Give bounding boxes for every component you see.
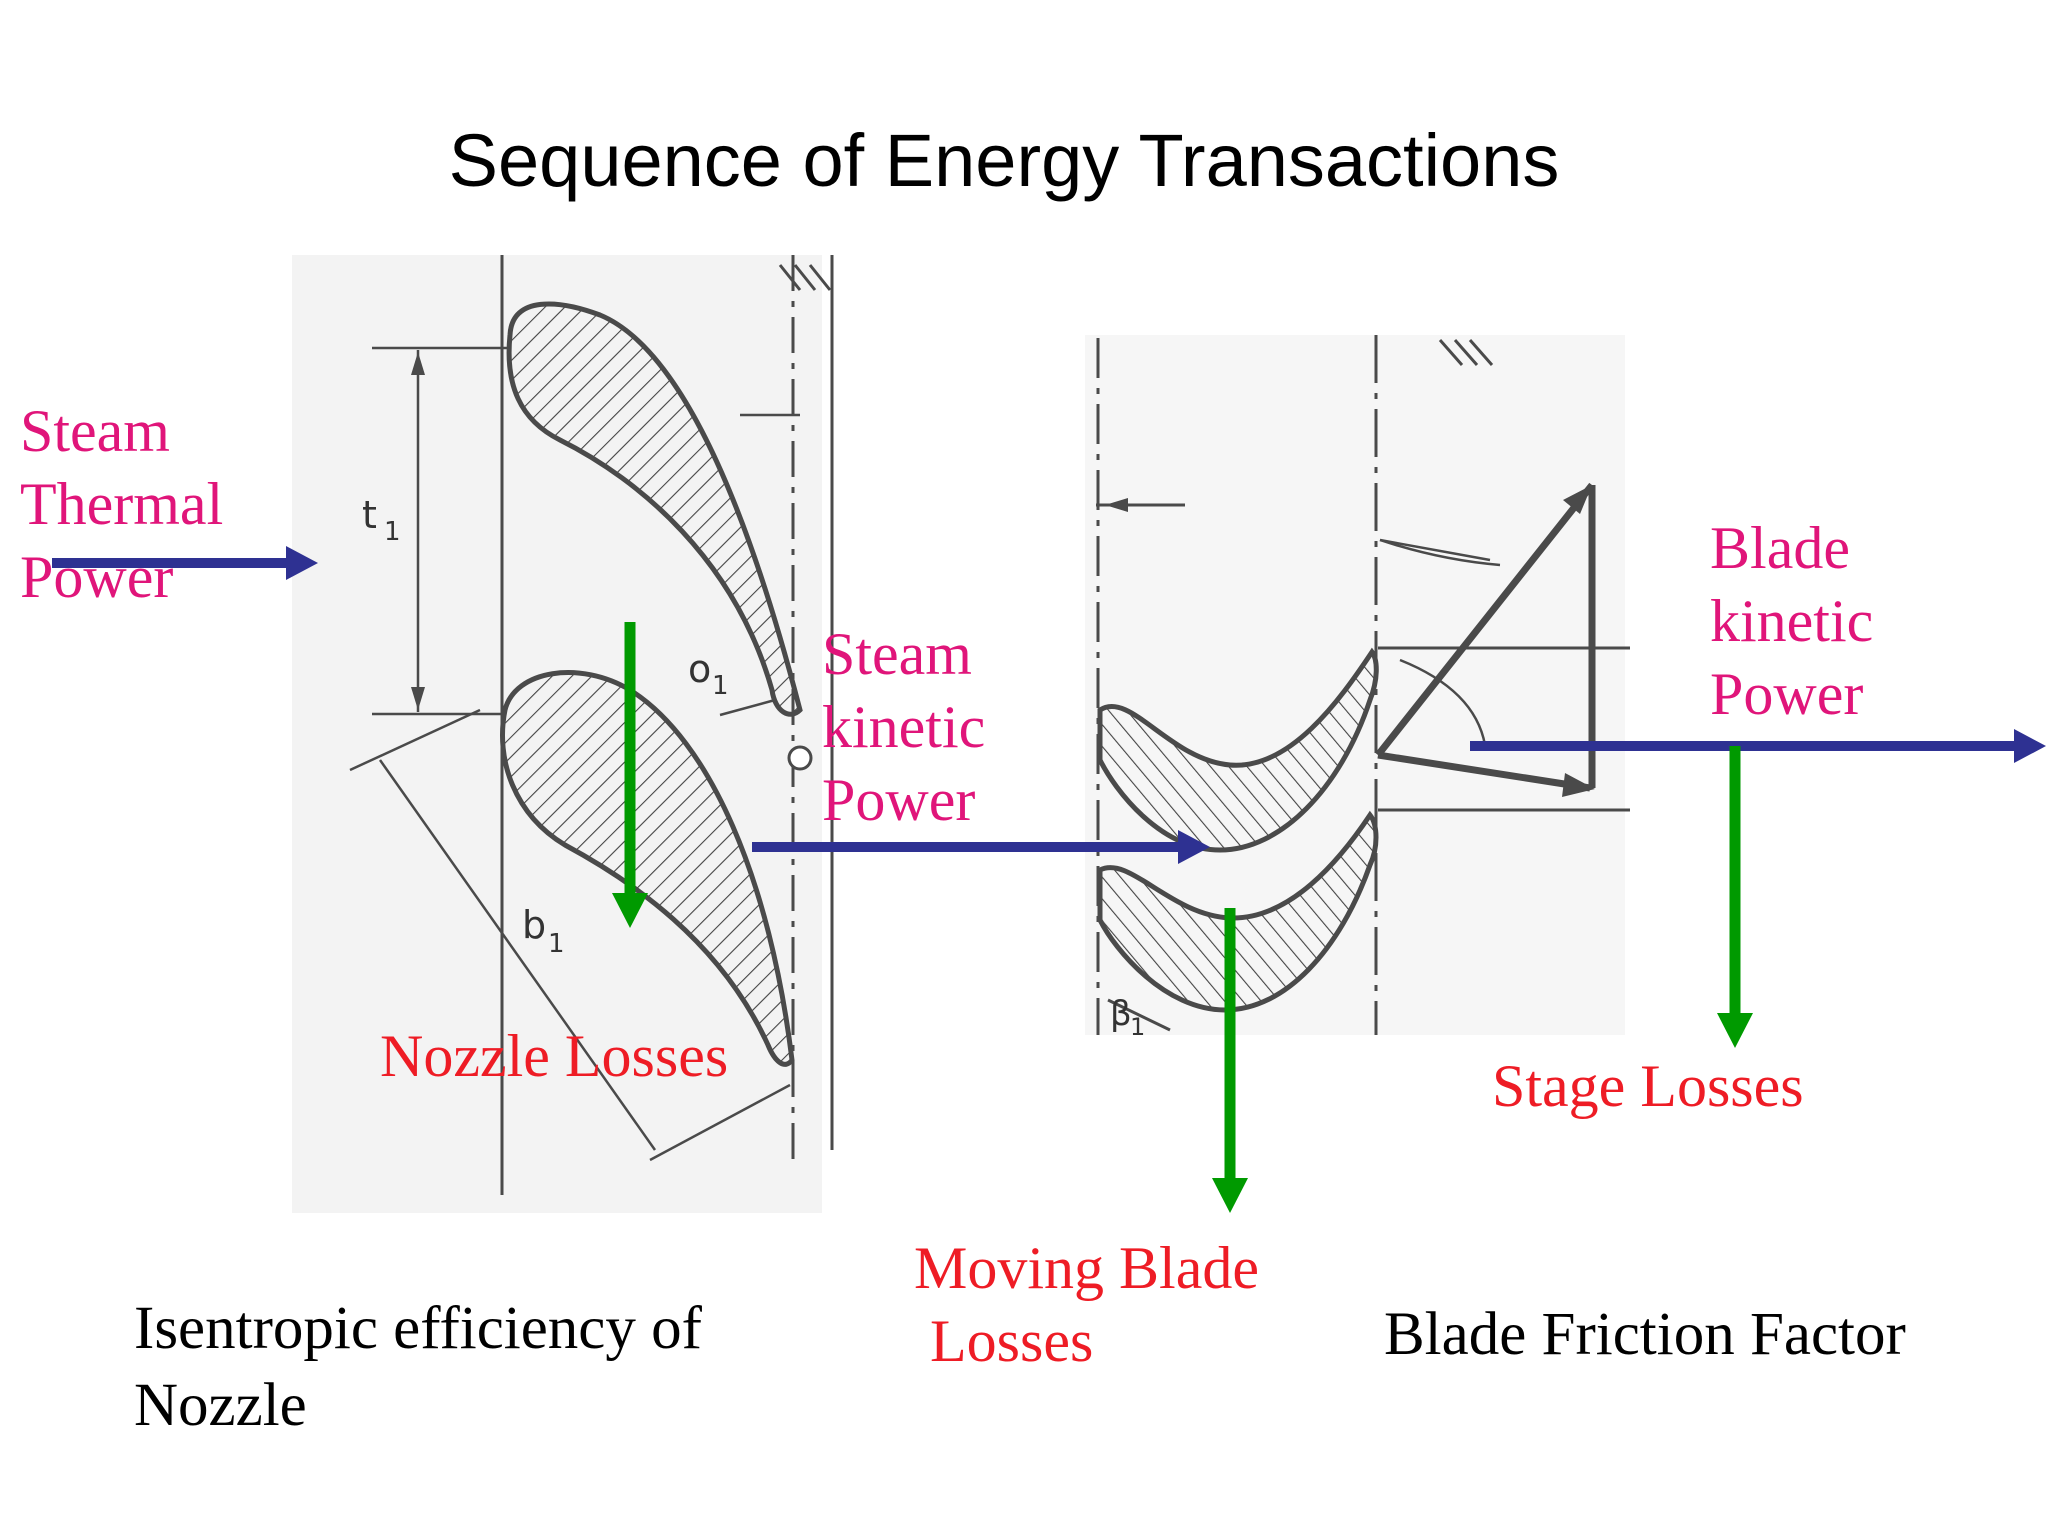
blade-wall-hatch (1438, 339, 1494, 366)
blade-kinetic-power-label: Blade kinetic Power (1710, 515, 1874, 728)
stage-loss-arrow (1717, 746, 1753, 1048)
wall-hatch-top (778, 264, 832, 291)
t1-symbol: t (362, 493, 377, 537)
o1-dim-line (719, 698, 776, 717)
beta1-symbol: β (1110, 994, 1132, 1034)
stage-losses-label: Stage Losses (1492, 1053, 1804, 1119)
blade-kinetic-power-arrow (1470, 729, 2046, 763)
loss-arrows (612, 622, 1753, 1213)
t1-subscript: 1 (384, 517, 401, 547)
b1-subscript: 1 (548, 929, 565, 959)
isentropic-efficiency-label: Isentropic efficiency of Nozzle (134, 1295, 702, 1440)
slide-title: Sequence of Energy Transactions (448, 119, 1560, 202)
rotor-blade-lower (1097, 810, 1379, 1013)
steam-thermal-power-label: Steam Thermal Power (20, 398, 224, 611)
moving-blade-losses-label: Moving Blade Losses (914, 1235, 1259, 1375)
moving-blade-cascade (1096, 335, 1630, 1035)
blade-friction-factor-label: Blade Friction Factor (1384, 1301, 1906, 1368)
nozzle-trailing-edge-circle (787, 745, 813, 771)
steam-kinetic-power-arrow (752, 830, 1210, 864)
nozzle-loss-arrow (612, 622, 648, 928)
nozzle-blade-upper (506, 301, 803, 717)
thermal-power-arrow (52, 546, 318, 580)
o1-symbol: o (688, 647, 711, 691)
angle-arc-lower (1399, 658, 1487, 746)
o1-subscript: 1 (712, 671, 729, 701)
b1-symbol: b (522, 903, 546, 947)
moving-blade-loss-arrow (1212, 908, 1248, 1213)
steam-kinetic-power-label: Steam kinetic Power (822, 621, 986, 834)
beta1-subscript: 1 (1130, 1013, 1145, 1041)
angle-arc-upper (1379, 538, 1501, 567)
velocity-w1 (1377, 751, 1591, 792)
power-flow-arrows (52, 546, 2046, 864)
b1-dim-line (378, 759, 657, 1151)
nozzle-losses-label: Nozzle Losses (380, 1023, 729, 1089)
velocity-c1 (1375, 482, 1595, 758)
